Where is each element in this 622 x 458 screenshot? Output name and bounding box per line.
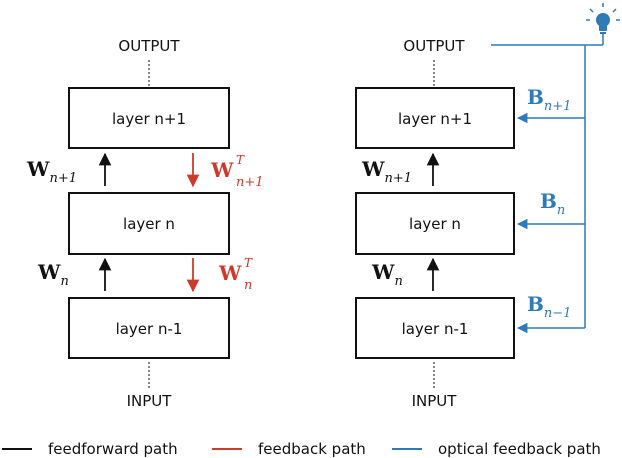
right-layer-label-bottom: layer n-1: [402, 320, 469, 338]
feedback-matrix-label-top: Bn+1: [527, 85, 571, 114]
left-weight-label-top: Wn+1: [26, 157, 77, 186]
left-transpose-label-bottom: W T n: [218, 256, 253, 293]
left-layer-box-top: [68, 87, 230, 149]
lightbulb-icon: [586, 3, 620, 34]
legend: feedforward path feedback path optical f…: [2, 440, 601, 458]
left-layer-label-top: layer n+1: [112, 110, 186, 128]
right-output-label: OUTPUT: [403, 37, 465, 55]
feedback-matrix-label-middle: Bn: [540, 189, 565, 218]
right-layer-label-top: layer n+1: [398, 110, 472, 128]
right-weight-label-bottom: Wn: [371, 260, 403, 289]
right-input-label: INPUT: [412, 392, 458, 410]
svg-text:n: n: [244, 278, 252, 293]
left-input-label: INPUT: [127, 392, 173, 410]
svg-text:n+1: n+1: [236, 175, 264, 190]
left-layer-label-bottom: layer n-1: [116, 320, 183, 338]
svg-text:T: T: [244, 256, 253, 270]
svg-text:W: W: [210, 158, 234, 182]
feedback-matrix-label-bottom: Bn−1: [527, 292, 571, 321]
right-layer-box-middle: [355, 192, 515, 255]
svg-text:W: W: [218, 261, 242, 285]
left-layer-box-bottom: [68, 297, 230, 359]
right-diagram: OUTPUT layer n+1 layer n layer n-1 INPUT…: [355, 3, 620, 410]
legend-label-optical: optical feedback path: [438, 440, 601, 458]
left-transpose-label-top: W T n+1: [210, 153, 264, 190]
left-layer-label-middle: layer n: [123, 215, 175, 233]
right-layer-label-middle: layer n: [409, 215, 461, 233]
left-layer-box-middle: [68, 192, 230, 255]
left-output-label: OUTPUT: [118, 37, 180, 55]
left-weight-label-bottom: Wn: [37, 260, 69, 289]
legend-label-feedforward: feedforward path: [48, 440, 178, 458]
legend-label-feedback: feedback path: [258, 440, 366, 458]
right-layer-box-bottom: [355, 297, 515, 359]
left-diagram: OUTPUT layer n+1 layer n layer n-1 INPUT…: [26, 37, 264, 410]
svg-text:T: T: [236, 153, 245, 167]
right-layer-box-top: [355, 87, 515, 149]
right-weight-label-top: Wn+1: [361, 157, 412, 186]
